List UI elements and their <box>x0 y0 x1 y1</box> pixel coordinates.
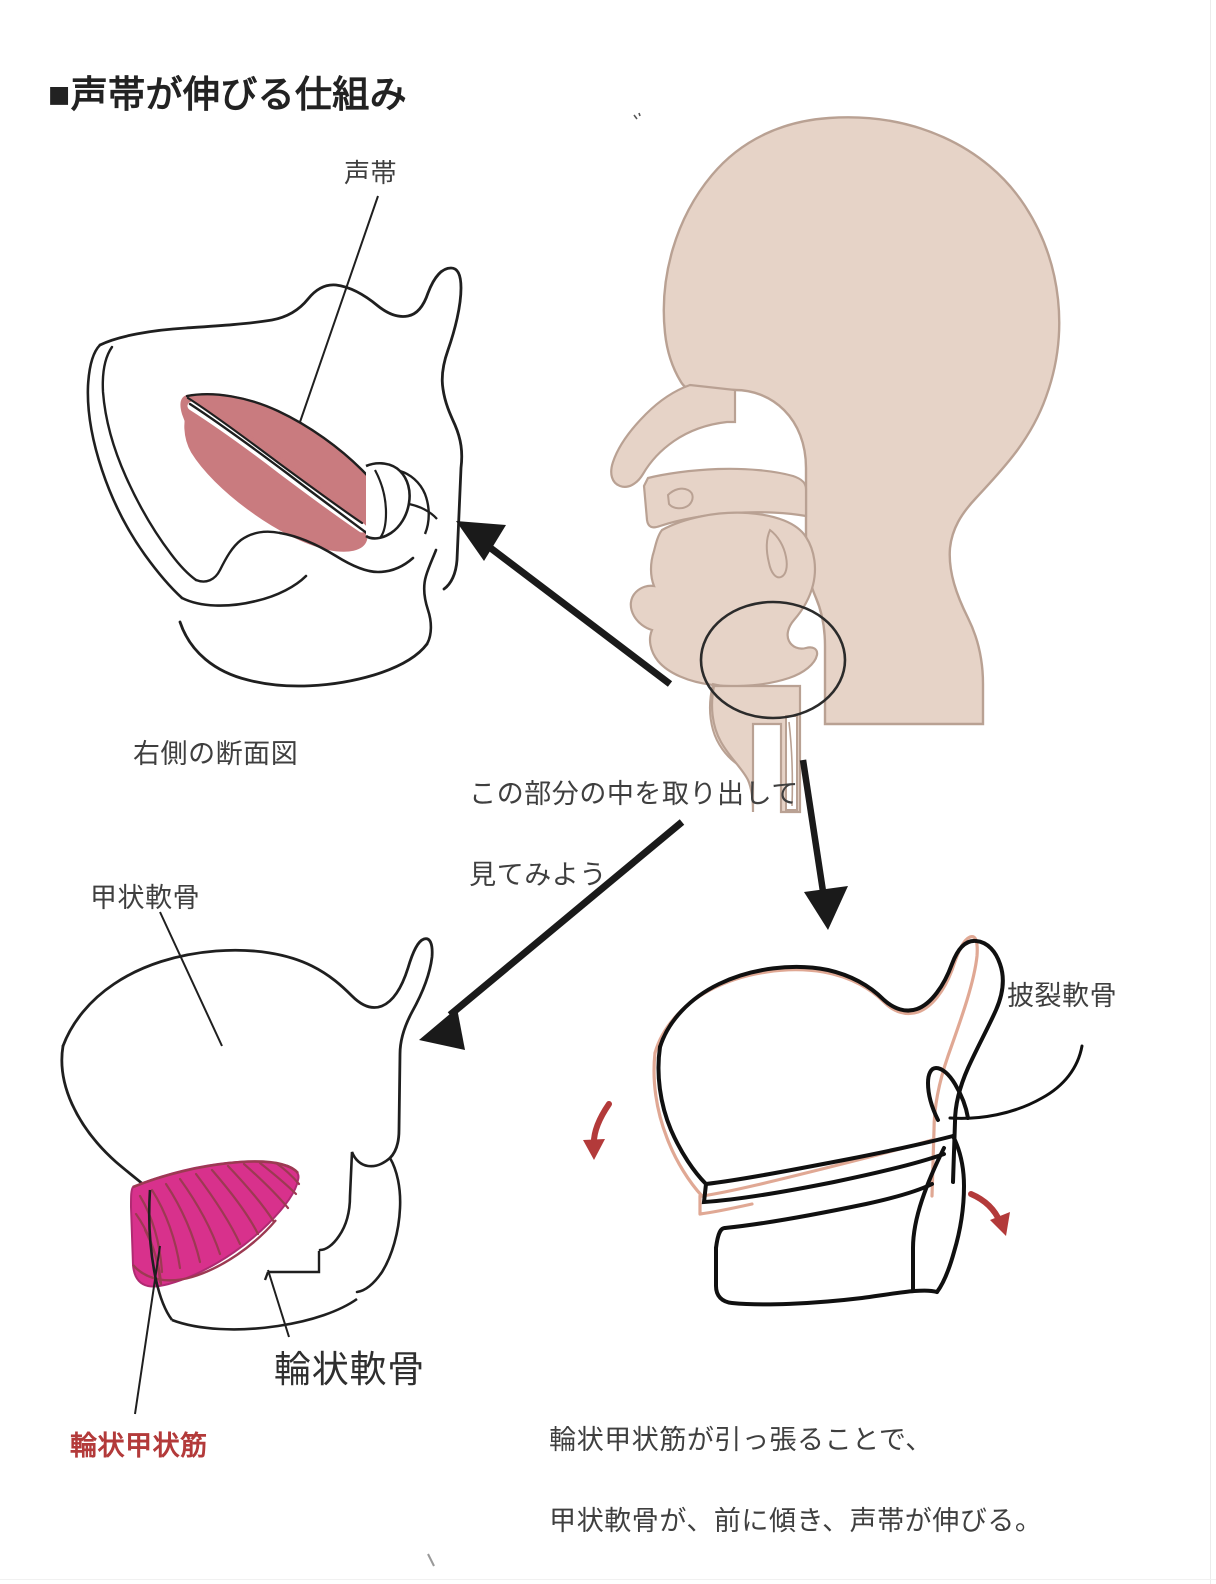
caption-line2: 甲状軟骨が、前に傾き、声帯が伸びる。 <box>549 1505 1043 1536</box>
label-vocal-cord: 声帯 <box>344 158 398 188</box>
larynx-highlight-circle <box>699 600 847 720</box>
label-cricothyroid-muscle: 輪状甲状筋 <box>70 1431 208 1461</box>
sagittal-larynx-section <box>86 195 464 688</box>
rotation-arrow-head-right <box>990 1212 1010 1236</box>
rotation-arrow-head-left <box>583 1139 605 1160</box>
caption-line1: 輪状甲状筋が引っ張ることで、 <box>549 1424 933 1455</box>
arrow-callout-to-muscle-tip <box>419 1008 465 1050</box>
rotation-arrows <box>590 1101 1003 1225</box>
label-arytenoid-cartilage: 披裂軟骨 <box>1007 981 1118 1011</box>
page-edge-bottom <box>0 1579 1216 1580</box>
leader-line-thyroid <box>159 911 223 1047</box>
page-title: ■声帯が伸びる仕組み <box>48 74 408 115</box>
callout-zoom-line1: この部分の中を取り出して <box>469 778 799 809</box>
callout-zoom-line2: 見てみよう <box>469 859 607 890</box>
page-edge-right <box>1210 0 1211 1584</box>
arrow-head-to-sagittal-tip <box>456 521 506 561</box>
arrow-head-to-tilt-tip <box>804 886 848 930</box>
head-sagittal-silhouette <box>610 112 1061 814</box>
leader-line-vocal-cord <box>299 195 379 423</box>
caption-mechanism: 輪状甲状筋が引っ張ることで、 甲状軟骨が、前に傾き、声帯が伸びる。 <box>517 1379 1042 1582</box>
label-right-side-section-view: 右側の断面図 <box>133 739 299 769</box>
label-cricoid-cartilage: 輪状軟骨 <box>274 1349 425 1390</box>
stray-mark <box>427 1553 435 1567</box>
callout-zoom-instruction: この部分の中を取り出して 見てみよう <box>437 733 799 936</box>
larynx-with-cricothyroid-muscle <box>60 911 434 1415</box>
leader-line-cricoid <box>267 1269 290 1338</box>
leader-line-cricothyroid <box>134 1245 161 1415</box>
label-thyroid-cartilage: 甲状軟骨 <box>90 883 201 913</box>
